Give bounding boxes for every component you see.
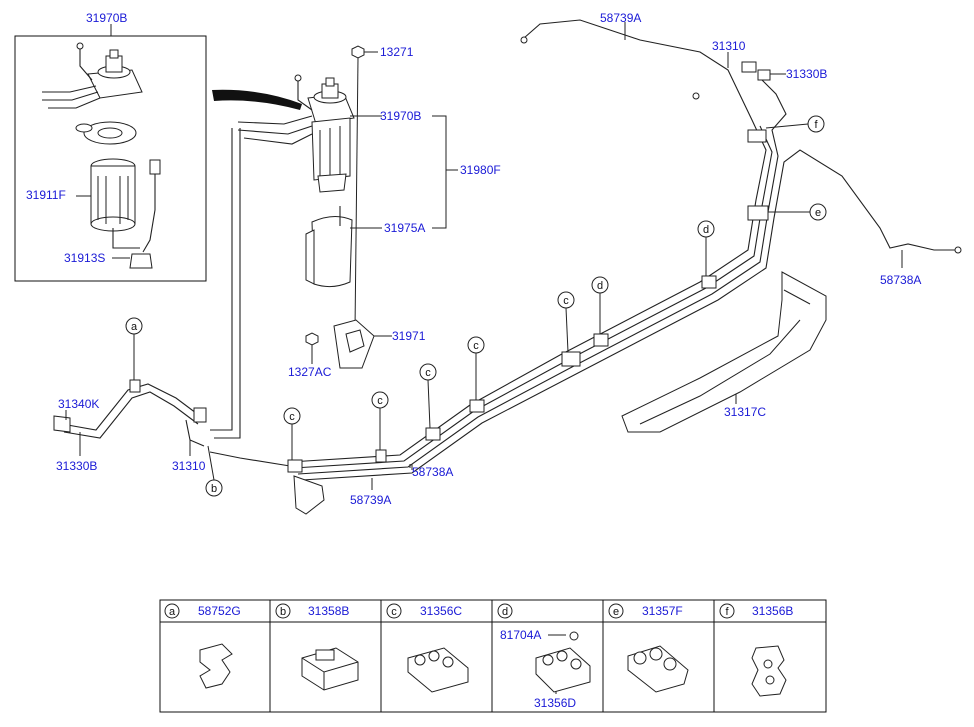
bottom-bracket bbox=[293, 475, 325, 515]
clip-d-drawing bbox=[535, 631, 591, 693]
callout-c-3: c bbox=[425, 367, 431, 379]
inset-gasket bbox=[75, 121, 137, 145]
tube-58739a-top-label: 58739A bbox=[600, 11, 641, 25]
filter-assembly-label: 31970B bbox=[380, 109, 421, 123]
bracket-31975a-label: 31975A bbox=[384, 221, 425, 235]
callout-c-2: c bbox=[377, 395, 383, 407]
inset-filter-head bbox=[42, 42, 143, 109]
callouts: a b c c c c c d d e f bbox=[125, 115, 827, 497]
callout-f: f bbox=[814, 119, 818, 131]
bundle-clips bbox=[129, 129, 769, 473]
bolt-1327ac bbox=[305, 332, 319, 364]
legend-part-d-clip: 31356D bbox=[534, 696, 576, 710]
legend-letter-a: a bbox=[169, 606, 176, 618]
bolt-13271-label: 13271 bbox=[380, 45, 414, 59]
tube-58739a-bottom-label: 58739A bbox=[350, 493, 391, 507]
clip-f-drawing bbox=[751, 645, 787, 697]
legend-letter-c: c bbox=[391, 606, 397, 618]
legend-letter-d: d bbox=[502, 606, 508, 618]
protector-label: 31317C bbox=[724, 405, 766, 419]
bracket-31975a bbox=[305, 206, 382, 288]
callout-b: b bbox=[211, 483, 217, 495]
hose-31330b-left-label: 31330B bbox=[56, 459, 97, 473]
callout-c-4: c bbox=[473, 340, 479, 352]
legend-part-c: 31356C bbox=[420, 604, 462, 618]
legend-part-a: 58752G bbox=[198, 604, 241, 618]
tube-31310-top-label: 31310 bbox=[712, 39, 746, 53]
legend-part-f: 31356B bbox=[752, 604, 793, 618]
callout-e: e bbox=[815, 207, 821, 219]
legend-table: a 58752G b 31358B c 31356C d e 31357F f … bbox=[159, 599, 827, 713]
callout-c-5: c bbox=[563, 295, 569, 307]
protector-31317c bbox=[621, 271, 827, 433]
inset-arrow bbox=[212, 89, 302, 110]
tube-58738a-right-label: 58738A bbox=[880, 273, 921, 287]
fuel-filter-label: 31911F bbox=[26, 188, 66, 202]
filter-module-label: 31980F bbox=[460, 163, 501, 177]
callout-d-2: d bbox=[703, 224, 709, 236]
clip-b-drawing bbox=[301, 647, 359, 691]
clip-a-drawing bbox=[199, 643, 233, 689]
hose-end-top-right bbox=[520, 36, 962, 254]
hose-31330b-top-label: 31330B bbox=[786, 67, 827, 81]
legend-part-b: 31358B bbox=[308, 604, 349, 618]
callout-c-1: c bbox=[289, 411, 295, 423]
tube-58738a-mid-label: 58738A bbox=[412, 465, 453, 479]
legend-part-e: 31357F bbox=[642, 604, 683, 618]
water-sensor-label: 31913S bbox=[64, 251, 105, 265]
inset-water-sensor bbox=[112, 159, 161, 269]
clip-c-drawing bbox=[407, 647, 469, 693]
bolt-1327ac-label: 1327AC bbox=[288, 365, 332, 379]
legend-letter-e: e bbox=[613, 606, 619, 618]
tube-31310-bottom-label: 31310 bbox=[172, 459, 206, 473]
bolt-13271 bbox=[351, 45, 378, 331]
clip-e-drawing bbox=[627, 645, 689, 693]
bracket-31971-label: 31971 bbox=[392, 329, 426, 343]
legend-letter-f: f bbox=[725, 606, 729, 618]
callout-d-1: d bbox=[597, 280, 603, 292]
callout-a: a bbox=[131, 321, 138, 333]
bracket-31971 bbox=[333, 319, 392, 369]
inset-part-label: 31970B bbox=[86, 11, 127, 25]
inset-fuel-filter bbox=[90, 158, 136, 232]
legend-part-d-bolt: 81704A bbox=[500, 628, 541, 642]
legend-letter-b: b bbox=[280, 606, 286, 618]
hose-31340k-label: 31340K bbox=[58, 397, 99, 411]
filter-assembly bbox=[210, 74, 355, 439]
hose-end-left bbox=[53, 415, 71, 433]
